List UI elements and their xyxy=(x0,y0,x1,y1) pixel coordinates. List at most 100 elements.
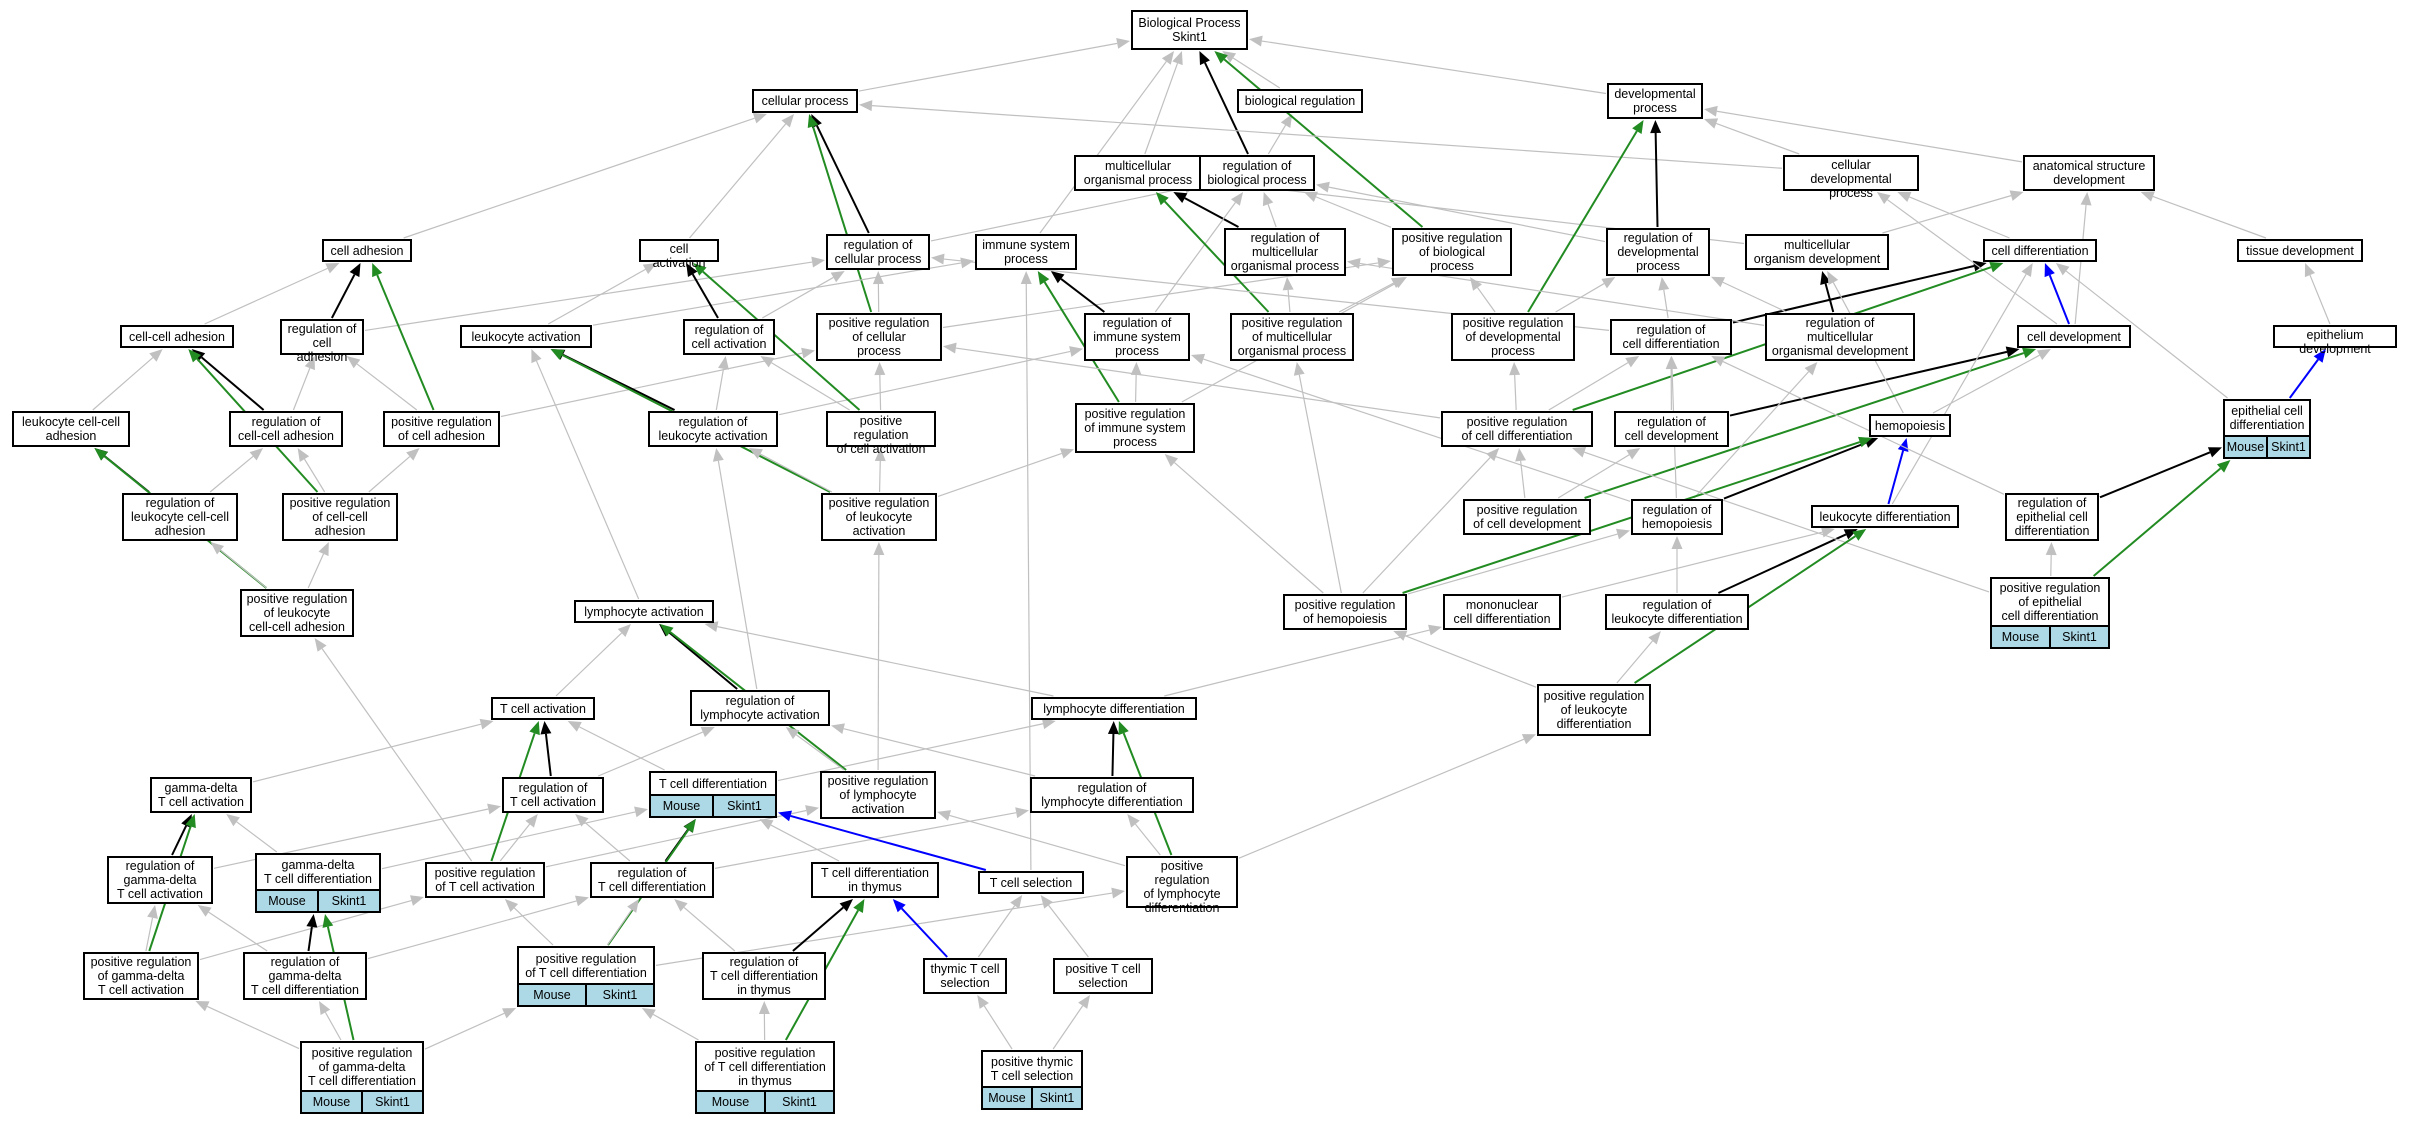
go-term-node-rmod[interactable]: regulation of multicellular organismal d… xyxy=(1765,313,1915,361)
go-term-node-tcact[interactable]: T cell activation xyxy=(491,697,595,720)
go-term-node-rgdtcd[interactable]: regulation of gamma-delta T cell differe… xyxy=(243,952,367,1000)
edge-line xyxy=(717,626,1054,697)
go-term-node-prbp[interactable]: positive regulation of biological proces… xyxy=(1392,228,1512,276)
go-term-node-cdiff[interactable]: cell differentiation xyxy=(1983,239,2097,262)
go-term-node-asd[interactable]: anatomical structure development xyxy=(2023,155,2155,191)
go-term-node-prgdtca[interactable]: positive regulation of gamma-delta T cel… xyxy=(83,952,199,1000)
go-term-node-cadh[interactable]: cell adhesion xyxy=(322,239,412,262)
edge-arrowhead xyxy=(1989,261,2004,273)
edge-arrowhead xyxy=(831,723,845,735)
go-term-node-dp[interactable]: developmental process xyxy=(1607,83,1703,119)
go-term-node-rccadh[interactable]: regulation of cell-cell adhesion xyxy=(229,411,343,447)
edge-arrowhead xyxy=(540,721,552,735)
go-term-node-prlccadh[interactable]: positive regulation of leukocyte cell-ce… xyxy=(240,589,354,637)
go-term-node-prcdev[interactable]: positive regulation of cell development xyxy=(1463,499,1591,535)
go-term-node-rlyd[interactable]: regulation of lymphocyte differentiation xyxy=(1030,777,1194,813)
go-term-node-ccadh[interactable]: cell-cell adhesion xyxy=(120,325,234,348)
go-term-node-rlccadh[interactable]: regulation of leukocyte cell-cell adhesi… xyxy=(122,493,238,541)
go-term-node-tcsel[interactable]: T cell selection xyxy=(978,871,1084,894)
go-term-node-prcact[interactable]: positive regulation of cell activation xyxy=(826,411,936,456)
go-term-node-ptcs[interactable]: positive T cell selection xyxy=(1053,958,1153,994)
edge-arrowhead xyxy=(1625,356,1640,368)
go-term-node-lyd[interactable]: lymphocyte differentiation xyxy=(1031,697,1197,720)
go-term-label: epithelium development xyxy=(2299,328,2371,356)
edge-lact-isp xyxy=(592,257,974,326)
go-term-node-risp[interactable]: regulation of immune system process xyxy=(1084,313,1190,361)
go-term-node-rbp[interactable]: regulation of biological process xyxy=(1199,155,1315,191)
go-term-node-rgdtca[interactable]: regulation of gamma-delta T cell activat… xyxy=(107,856,213,904)
go-term-node-ed[interactable]: epithelium development xyxy=(2273,325,2397,356)
go-term-node-prcp[interactable]: positive regulation of cellular process xyxy=(816,313,942,361)
go-term-node-cdev[interactable]: cell development xyxy=(2017,325,2131,348)
go-term-node-prhemo[interactable]: positive regulation of hemopoiesis xyxy=(1283,594,1407,630)
go-term-node-prmop[interactable]: positive regulation of multicellular org… xyxy=(1230,313,1354,361)
go-term-node-prlyact[interactable]: positive regulation of lymphocyte activa… xyxy=(820,771,936,819)
go-term-label: positive regulation of T cell differenti… xyxy=(704,1045,826,1088)
go-term-node-rcadh[interactable]: regulation of cell adhesion xyxy=(280,319,364,364)
go-term-node-prld[interactable]: positive regulation of leukocyte differe… xyxy=(1537,684,1651,736)
go-term-node-prisp[interactable]: positive regulation of immune system pro… xyxy=(1075,403,1195,453)
go-term-node-prlact[interactable]: positive regulation of leukocyte activat… xyxy=(821,493,937,541)
go-term-node-prcdiff[interactable]: positive regulation of cell differentiat… xyxy=(1441,411,1593,447)
go-term-node-tcdt[interactable]: T cell differentiation in thymus xyxy=(811,862,939,898)
edge-arrowhead xyxy=(149,349,163,362)
go-term-node-rld[interactable]: regulation of leukocyte differentiation xyxy=(1605,594,1749,630)
go-term-node-prlyd[interactable]: positive regulation of lymphocyte differ… xyxy=(1126,856,1238,915)
go-term-node-isp[interactable]: immune system process xyxy=(975,234,1077,270)
go-term-node-cact[interactable]: cell activation xyxy=(639,239,719,270)
go-term-node-cdp[interactable]: cellular developmental process xyxy=(1783,155,1919,200)
go-term-node-prdp[interactable]: positive regulation of developmental pro… xyxy=(1451,313,1575,361)
go-term-node-prcadh[interactable]: positive regulation of cell adhesion xyxy=(383,411,500,447)
go-term-node-prtcdt[interactable]: positive regulation of T cell differenti… xyxy=(695,1041,835,1114)
go-term-node-td[interactable]: tissue development xyxy=(2237,239,2363,262)
go-term-node-rmop[interactable]: regulation of multicellular organismal p… xyxy=(1224,228,1346,276)
edge-arrowhead xyxy=(1020,271,1032,285)
go-term-node-rcp[interactable]: regulation of cellular process xyxy=(826,234,930,270)
go-term-node-prgdtcd[interactable]: positive regulation of gamma-delta T cel… xyxy=(300,1041,424,1114)
edge-line xyxy=(200,356,265,411)
go-term-node-recd[interactable]: regulation of epithelial cell differenti… xyxy=(2005,493,2099,541)
edge-arrowhead xyxy=(1648,631,1661,645)
go-term-node-ldiff[interactable]: leukocyte differentiation xyxy=(1811,505,1959,528)
go-term-node-gdtca[interactable]: gamma-delta T cell activation xyxy=(150,777,252,813)
go-term-node-rtcdt[interactable]: regulation of T cell differentiation in … xyxy=(702,952,826,1000)
edge-arrowhead xyxy=(1601,277,1616,289)
edge-line xyxy=(356,363,418,411)
go-term-node-mod[interactable]: multicellular organism development xyxy=(1745,234,1889,270)
go-term-node-prtcd[interactable]: positive regulation of T cell differenti… xyxy=(517,946,655,1007)
go-term-node-lccadh[interactable]: leukocyte cell-cell adhesion xyxy=(12,411,130,447)
go-term-node-precd[interactable]: positive regulation of epithelial cell d… xyxy=(1990,577,2110,649)
edge-arrowhead xyxy=(575,814,589,827)
edge-line xyxy=(424,1012,505,1050)
go-term-node-mop[interactable]: multicellular organismal process xyxy=(1074,155,1202,191)
go-term-node-rcact[interactable]: regulation of cell activation xyxy=(683,319,775,355)
edge-arrowhead xyxy=(693,263,707,276)
go-term-label: anatomical structure development xyxy=(2032,159,2146,187)
go-term-node-bp[interactable]: Biological Process Skint1 xyxy=(1131,10,1248,50)
go-term-node-lact[interactable]: leukocyte activation xyxy=(460,325,592,348)
go-term-node-rcdiff[interactable]: regulation of cell differentiation xyxy=(1610,319,1732,355)
go-term-node-hemo[interactable]: hemopoiesis xyxy=(1869,414,1951,437)
go-term-node-prccadh[interactable]: positive regulation of cell-cell adhesio… xyxy=(282,493,398,541)
go-term-node-lyact[interactable]: lymphocyte activation xyxy=(574,600,714,623)
go-term-node-rlact[interactable]: regulation of leukocyte activation xyxy=(648,411,778,447)
go-term-label: regulation of cell differentiation xyxy=(1622,323,1720,351)
go-term-node-rtca[interactable]: regulation of T cell activation xyxy=(502,777,604,813)
go-term-node-rlyact[interactable]: regulation of lymphocyte activation xyxy=(690,690,830,726)
go-term-node-rtcd[interactable]: regulation of T cell differentiation xyxy=(590,862,714,898)
go-term-node-breg[interactable]: biological regulation xyxy=(1237,89,1363,113)
edge-line xyxy=(2099,451,2211,499)
go-term-node-rdp[interactable]: regulation of developmental process xyxy=(1606,228,1710,276)
go-term-node-ttcs[interactable]: thymic T cell selection xyxy=(923,958,1007,994)
edge-prtca-prlccadh xyxy=(314,638,473,862)
go-term-node-cp[interactable]: cellular process xyxy=(752,89,858,113)
go-term-node-rhemo[interactable]: regulation of hemopoiesis xyxy=(1631,499,1723,535)
go-term-node-prtca[interactable]: positive regulation of T cell activation xyxy=(425,862,545,898)
go-term-node-rcdev[interactable]: regulation of cell development xyxy=(1614,411,1729,447)
go-term-node-mcd[interactable]: mononuclear cell differentiation xyxy=(1443,594,1561,630)
